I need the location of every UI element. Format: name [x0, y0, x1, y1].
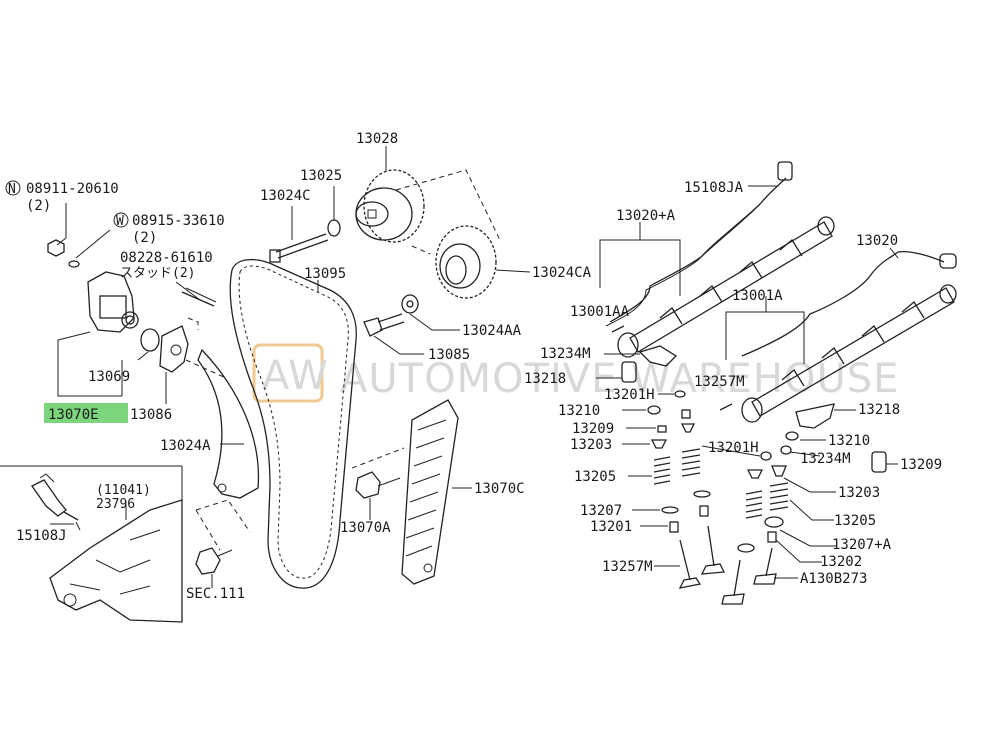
chain-guide-13086 — [195, 348, 260, 588]
callout-13218-right: 13210 — [828, 433, 870, 449]
callout-13201h-right: 13234M — [800, 451, 851, 467]
watermark-logo: AW — [262, 353, 329, 399]
camshafts — [599, 161, 957, 423]
callout-13028: 13095 — [304, 266, 346, 282]
chain-guide-13085 — [351, 399, 472, 585]
callout-13210-left: 13209 — [572, 421, 614, 437]
callout-13070c: 13070A — [340, 520, 391, 536]
callout-n-symbol: N — [8, 182, 16, 197]
timing-chain-13028 — [229, 259, 357, 589]
callout-13207-left: 13201 — [590, 519, 632, 535]
callout-w-symbol: W — [116, 214, 124, 229]
callout-13069: 13069 — [88, 369, 130, 385]
callout-13203-right: 13205 — [834, 513, 876, 529]
callout-13201-left: 13257M — [602, 559, 653, 575]
callout-13024a: 13024C — [260, 188, 311, 204]
callout-13001aa: 13257M — [694, 374, 745, 390]
callout-08911-qty: (2) — [26, 198, 51, 214]
part-labels: N 08911-20610 (2) W 08915-33610 (2) 0822… — [8, 131, 942, 602]
callout-13205-right: 13207+A — [832, 537, 892, 553]
cam-sprockets — [269, 146, 531, 355]
callout-15108j: 15108JA — [684, 180, 744, 196]
callout-13020: 13020+A — [616, 208, 676, 224]
callout-13201h-left: 13210 — [558, 403, 600, 419]
watermark: AW AUTOMOTIVE WAREHOUSE — [252, 343, 899, 403]
callout-13257m-left: 13234M — [540, 346, 591, 362]
callout-13203-left: 13205 — [574, 469, 616, 485]
watermark-text: AUTOMOTIVE WAREHOUSE — [340, 356, 899, 402]
sec-111-inset — [0, 465, 183, 623]
callout-08915-33610: 08915-33610 — [132, 213, 225, 229]
callout-13257m-right: 13218 — [858, 402, 900, 418]
callout-13234m-left: 13218 — [524, 371, 566, 387]
callout-08911-20610: 08911-20610 — [26, 181, 119, 197]
callout-08228-61610: 08228-61610 — [120, 250, 213, 266]
tensioner-group — [5, 180, 227, 404]
callout-sec-111: (11041) — [96, 483, 151, 498]
callout-15108ja: 13020 — [856, 233, 898, 249]
callout-sec-11041: 23796 — [96, 497, 135, 512]
callout-13025: 13028 — [356, 131, 398, 147]
callout-13234m-right: 13209 — [900, 457, 942, 473]
callout-13086: 13024A — [160, 438, 211, 454]
callout-stud-qty: スタッド(2) — [120, 266, 195, 281]
callout-13085: 13070C — [474, 481, 525, 497]
callout-13070: 13070E — [48, 407, 99, 423]
callout-13095: 13024CA — [532, 265, 592, 281]
highlight-box — [44, 403, 128, 423]
callout-13020-a: 13001A — [732, 288, 783, 304]
callout-13001a: 13001AA — [570, 304, 630, 320]
callout-13024c: 13025 — [300, 168, 342, 184]
valvetrain — [596, 345, 898, 605]
callout-13070a: SEC.111 — [186, 586, 245, 602]
callout-13024aa: 13085 — [428, 347, 470, 363]
callout-13209-left: 13203 — [570, 437, 612, 453]
callout-13024ca: 13024AA — [462, 323, 522, 339]
callout-13202-right: A130B273 — [800, 571, 867, 587]
callout-23796: 15108J — [16, 528, 67, 544]
callout-13205-left: 13207 — [580, 503, 622, 519]
callout-13209-right: 13203 — [838, 485, 880, 501]
callout-13207a-right: 13202 — [820, 554, 862, 570]
callout-13070e: 13086 — [130, 407, 172, 423]
callout-08915-qty: (2) — [132, 230, 157, 246]
callout-13218-left: 13201H — [604, 387, 655, 403]
callout-13210-right: 13201H — [708, 440, 759, 456]
